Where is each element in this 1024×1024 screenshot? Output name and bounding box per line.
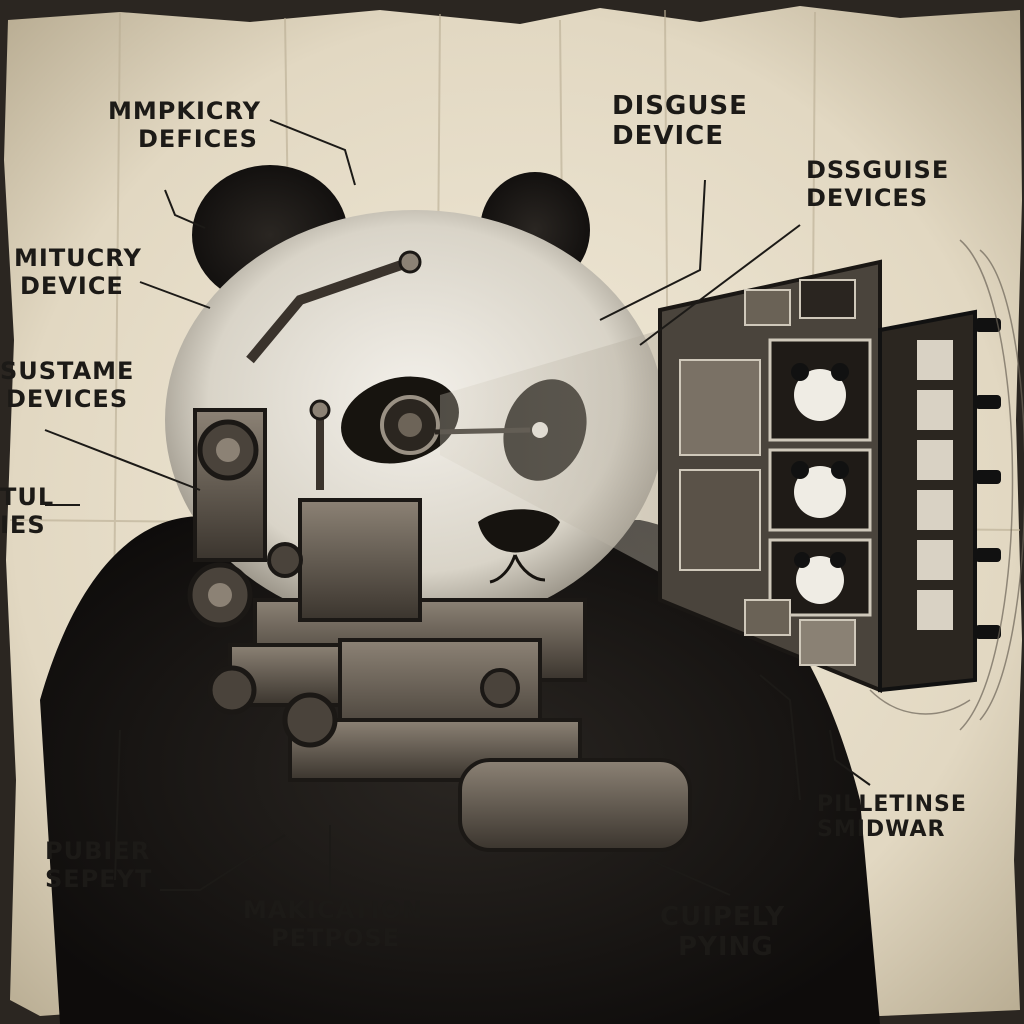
label-line: IES [0,510,46,539]
label-line: CUIPELY [660,902,786,932]
label-pubier-sepeyt: PUBIER SEPEYT [45,837,153,893]
label-line: PYING [678,931,774,962]
signal-waves [869,239,1024,731]
label-line: DISGUSE [612,91,748,121]
mechanical-device [187,250,692,852]
label-line: SEPEYT [45,864,153,893]
label-cuipely-pying: CUIPELY PYING [660,902,786,963]
label-mimicry-device: MITUCRY DEVICE [14,244,142,300]
label-line: DEFICES [138,124,258,153]
label-line: PUBIER [45,837,151,865]
label-disguise-devices: DSSGUISE DEVICES [806,156,950,212]
label-line: DSSGUISE [806,156,950,184]
label-pilletinse-smidwar: PILLETINSE SMIDWAR [817,792,967,843]
label-line: DEVICES [6,384,129,413]
label-line: TUL [0,483,55,511]
panda-nose [478,509,560,553]
label-line: SUSTAME [0,357,135,385]
panda-thumbnail [791,363,849,604]
film-panel [658,259,882,693]
label-line: DEVICES [806,183,929,212]
label-cut-off: TUL IES [0,483,55,539]
label-line: MITUCRY [14,244,142,272]
label-line: MMPKICRY [108,97,262,125]
label-line: MAKICATION [243,896,424,924]
label-makication-petpose: MAKICATION PETPOSE [243,896,424,952]
label-line: DEVICE [20,271,124,300]
label-line: PILLETINSE [817,792,967,817]
label-sustame-devices: SUSTAME DEVICES [0,357,135,413]
label-line: DEVICE [612,120,724,151]
label-line: PETPOSE [271,923,401,952]
film-strip [878,309,1001,693]
label-mimicry-devices: MMPKICRY DEFICES [108,97,262,153]
label-disguise-device: DISGUSE DEVICE [612,91,748,152]
label-line: SMIDWAR [817,817,946,843]
leader-lines [44,119,871,896]
